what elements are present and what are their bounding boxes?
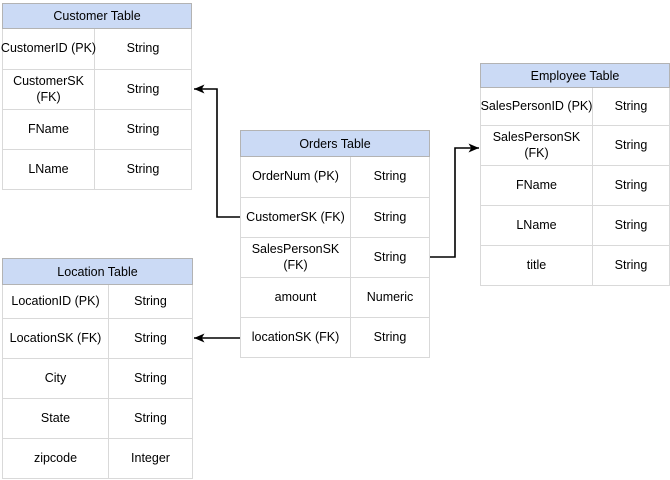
- field-name-cell: title: [481, 246, 593, 285]
- table-title: Location Table: [57, 264, 138, 279]
- table-row: SalesPersonSK (FK) String: [481, 125, 669, 165]
- field-type-cell: String: [126, 121, 160, 136]
- table-header-orders: Orders Table: [240, 130, 430, 157]
- table-row: LocationSK (FK) String: [3, 318, 192, 358]
- table-row: LName String: [481, 205, 669, 245]
- table-body: CustomerID (PK) String CustomerSK (FK) S…: [1, 29, 192, 190]
- field-type-cell: String: [373, 329, 407, 344]
- field-type-cell: Integer: [131, 450, 170, 465]
- table-row: FName String: [3, 109, 191, 149]
- table-row: title String: [481, 245, 669, 285]
- relation-arrow-orders-to-customer[interactable]: [194, 84, 240, 218]
- table-row: State String: [3, 398, 192, 438]
- field-name-cell: CustomerID (PK): [1, 29, 96, 69]
- table-title: Customer Table: [53, 9, 141, 23]
- field-type-cell: String: [614, 257, 648, 272]
- field-type-cell: String: [126, 81, 160, 96]
- table-header-employee: Employee Table: [480, 63, 670, 88]
- table-row: LocationID (PK) String: [3, 285, 192, 318]
- field-type-cell: String: [134, 330, 167, 345]
- table-row: amount Numeric: [241, 277, 429, 317]
- field-name-cell: CustomerSK (FK): [3, 70, 95, 109]
- table-row: SalesPersonID (PK) String: [481, 88, 669, 125]
- field-type-cell: String: [134, 410, 167, 425]
- field-type-cell: String: [614, 98, 648, 113]
- field-name-cell: City: [3, 359, 109, 398]
- table-body: OrderNum (PK) String CustomerSK (FK) Str…: [240, 157, 430, 358]
- table-row: CustomerID (PK) String: [1, 29, 191, 69]
- field-type-cell: String: [126, 161, 160, 176]
- field-name-cell: SalesPersonID (PK): [481, 88, 593, 125]
- table-title: Employee Table: [530, 68, 620, 83]
- field-type-cell: String: [373, 169, 407, 184]
- entity-table-location[interactable]: Location Table LocationID (PK) String Lo…: [2, 258, 193, 479]
- field-name-cell: LName: [3, 150, 95, 189]
- table-row: CustomerSK (FK) String: [3, 69, 191, 109]
- field-type-cell: String: [614, 137, 648, 152]
- field-name-cell: State: [3, 399, 109, 438]
- relation-arrow-orders-to-employee[interactable]: [430, 143, 479, 258]
- field-name-cell: LocationID (PK): [3, 285, 109, 318]
- table-title: Orders Table: [299, 136, 371, 151]
- table-row: FName String: [481, 165, 669, 205]
- field-type-cell: String: [373, 209, 407, 224]
- field-name-cell: amount: [241, 278, 351, 317]
- table-body: SalesPersonID (PK) String SalesPersonSK …: [480, 88, 670, 286]
- field-name-cell: FName: [481, 166, 593, 205]
- field-name-cell: locationSK (FK): [241, 318, 351, 357]
- table-header-location: Location Table: [2, 258, 193, 285]
- table-row: OrderNum (PK) String: [241, 157, 429, 197]
- table-row: LName String: [3, 149, 191, 189]
- table-row: SalesPersonSK (FK) String: [241, 237, 429, 277]
- table-row: locationSK (FK) String: [241, 317, 429, 357]
- field-type-cell: String: [134, 293, 167, 308]
- table-header-customer: Customer Table: [2, 3, 192, 29]
- field-name-cell: CustomerSK (FK): [241, 198, 351, 237]
- field-type-cell: String: [614, 217, 648, 232]
- table-row: City String: [3, 358, 192, 398]
- field-name-cell: LName: [481, 206, 593, 245]
- field-name-cell: LocationSK (FK): [3, 319, 109, 358]
- field-name-cell: SalesPersonSK (FK): [481, 126, 593, 165]
- field-type-cell: String: [126, 41, 160, 56]
- field-name-cell: FName: [3, 110, 95, 149]
- entity-table-orders[interactable]: Orders Table OrderNum (PK) String Custom…: [240, 130, 430, 358]
- table-body: LocationID (PK) String LocationSK (FK) S…: [2, 285, 193, 479]
- field-type-cell: Numeric: [366, 289, 414, 304]
- entity-table-customer[interactable]: Customer Table CustomerID (PK) String Cu…: [1, 3, 192, 190]
- field-name-cell: zipcode: [3, 439, 109, 478]
- field-name-cell: OrderNum (PK): [241, 157, 351, 197]
- field-type-cell: String: [134, 370, 167, 385]
- field-type-cell: String: [373, 249, 407, 264]
- field-name-cell: SalesPersonSK (FK): [241, 238, 351, 277]
- entity-table-employee[interactable]: Employee Table SalesPersonID (PK) String…: [480, 63, 670, 286]
- table-row: CustomerSK (FK) String: [241, 197, 429, 237]
- table-row: zipcode Integer: [3, 438, 192, 478]
- field-type-cell: String: [614, 177, 648, 192]
